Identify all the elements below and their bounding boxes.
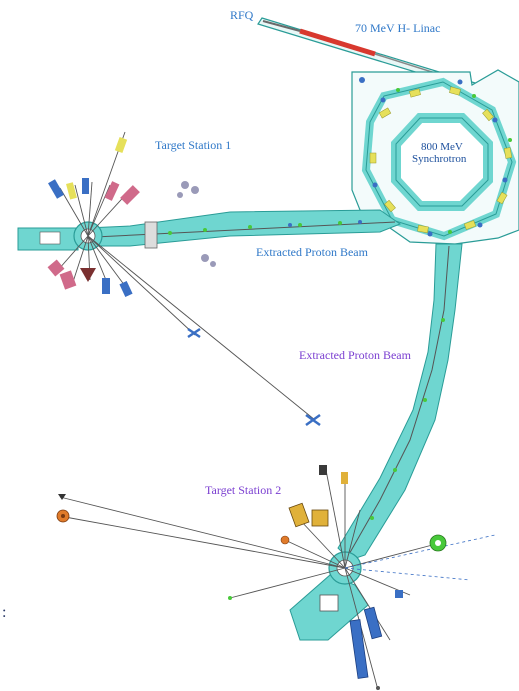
extracted-proton-beam-label-1: Extracted Proton Beam — [256, 245, 368, 259]
rfq-label: RFQ — [230, 8, 254, 22]
ts2-beam-tunnel — [337, 243, 463, 561]
ts2-target-block — [319, 594, 339, 612]
linac-accelerating-section — [299, 28, 376, 57]
synchrotron-energy-label: 800 MeV — [421, 141, 463, 153]
ts2-instruments — [56, 465, 447, 690]
ts1-beam-splitter — [144, 221, 158, 249]
ts1-remote-instrument-b — [305, 413, 321, 427]
ts1-beam-tunnel — [17, 209, 402, 251]
linac-label: 70 MeV H- Linac — [355, 21, 441, 35]
ts1-instruments — [47, 137, 321, 427]
ts1-instrument-cluster — [177, 181, 199, 198]
ts1-control-block — [39, 231, 61, 245]
edge-mark: : — [2, 604, 7, 621]
ring-magnets — [369, 86, 513, 234]
target-station-1 — [47, 131, 321, 427]
synchrotron-hall — [351, 69, 519, 245]
rfq-section — [262, 20, 301, 32]
extracted-proton-beam-label-2: Extracted Proton Beam — [299, 348, 411, 362]
target-station-2-label: Target Station 2 — [205, 483, 282, 497]
target-station-2 — [56, 464, 496, 691]
ts1-remote-instrument-a — [187, 327, 201, 339]
ring-green-elements — [396, 88, 512, 234]
ts1-chopper — [80, 268, 96, 282]
ring-quadrupoles — [359, 77, 508, 237]
synchrotron-label: Synchrotron — [412, 153, 467, 165]
ts1-beamline-elements — [168, 221, 342, 235]
target-station-1-label: Target Station 1 — [155, 138, 232, 152]
ts2-dashed-beamlines — [344, 534, 496, 581]
ts1-instrument-beamlines — [57, 131, 316, 421]
